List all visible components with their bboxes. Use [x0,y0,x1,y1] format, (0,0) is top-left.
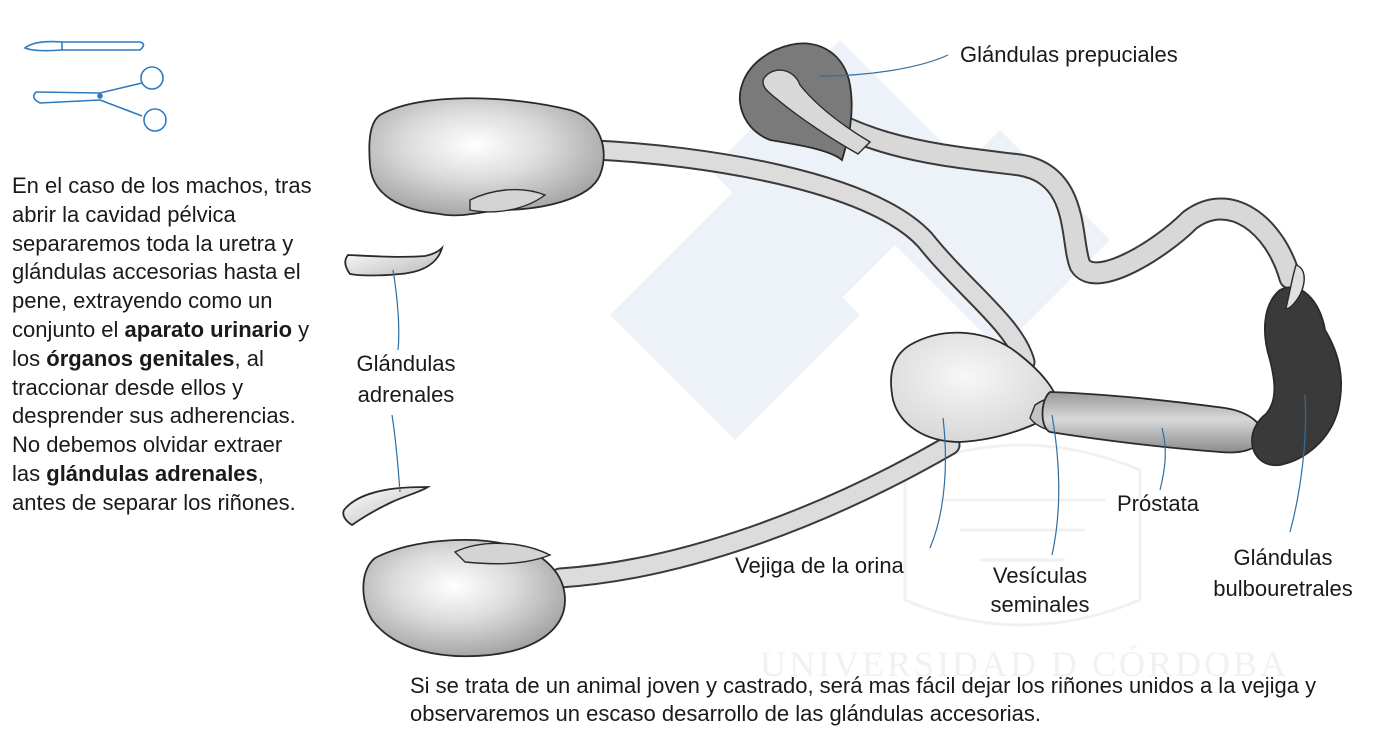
intro-text-3: , al traccionar desde ellos y desprender… [12,345,296,486]
kidney-upper [368,97,605,217]
leader-bulbouretrales [1289,394,1307,533]
urinary-bladder [890,331,1059,443]
label-prostata: Próstata [1117,491,1200,516]
label-glandulas-adrenales-line2: adrenales [358,382,455,407]
label-glandulas-prepuciales: Glándulas prepuciales [960,42,1178,67]
watermark-text: UNIVERSIDAD D CÓRDOBA [760,644,1289,684]
deferent-duct-end [762,69,872,155]
label-glandulas-adrenales-line1: Glándulas [356,351,455,376]
adrenal-gland-lower [342,486,432,527]
leader-prepuciales [819,54,949,77]
label-vejiga: Vejiga de la orina [735,553,905,578]
label-bulbouretrales-line1: Glándulas [1233,545,1332,570]
watermark: UNIVERSIDAD D CÓRDOBA [610,40,1289,684]
label-vesiculas-line1: Vesículas [993,563,1087,588]
intro-bold-aparato-urinario: aparato urinario [124,316,293,342]
intro-text-4: , antes de separar los riñones. [12,460,296,515]
leader-adrenal-lower [391,414,401,493]
deferent-duct [760,68,1302,290]
intro-text-1: En el caso de los machos, tras abrir la … [12,173,312,342]
adrenal-gland-upper [344,244,444,277]
intro-paragraph: En el caso de los machos, tras abrir la … [12,172,312,518]
scalpel-icon [23,40,145,52]
watermark-emblem [903,443,1142,627]
penis-end [1285,264,1305,310]
intro-text-2: y los [12,316,310,371]
label-bulbouretrales-line2: bulbouretrales [1213,576,1352,601]
ureter-upper [584,139,1036,373]
leader-vesiculas [1051,414,1060,556]
leader-adrenal-upper [392,269,400,351]
intro-bold-glandulas-adrenales: glándulas adrenales [46,460,258,486]
footnote-text: Si se trata de un animal joven y castrad… [410,673,1317,726]
intro-bold-organos-genitales: órganos genitales [46,345,235,371]
scissors-icon [32,66,167,132]
ureter-lower [549,434,961,589]
prostate [1041,391,1264,454]
leader-prostata [1159,427,1166,491]
kidney-lower-hilum [453,542,552,565]
bulbourethral-glands [1251,286,1343,467]
kidney-lower [362,539,566,658]
kidney-upper-hilum [469,188,547,213]
label-vesiculas-line2: seminales [990,592,1089,617]
leader-vejiga [929,417,947,549]
